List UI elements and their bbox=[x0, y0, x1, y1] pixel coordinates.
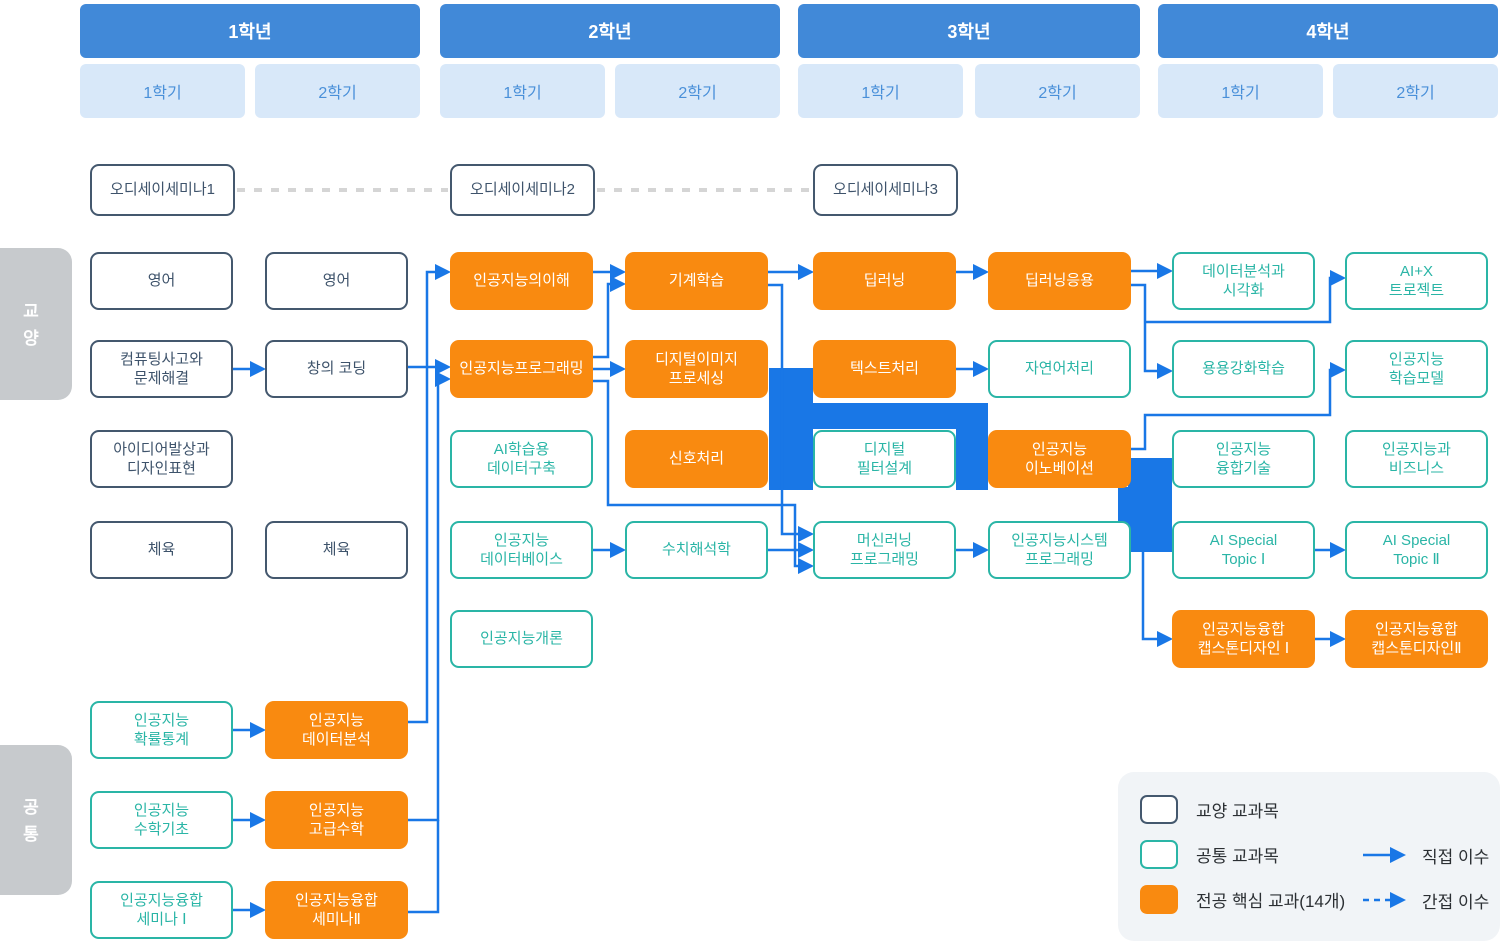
arrow-dlapp-to-reinforcement bbox=[1131, 283, 1174, 380]
year-header-4: 4학년 bbox=[1158, 4, 1498, 58]
arrow-blob-to-capstone1 bbox=[1141, 552, 1174, 648]
arrow-aiprogramming-to-ml bbox=[593, 275, 627, 359]
course-intro-to-ai: 인공지능개론 bbox=[450, 610, 593, 668]
year-header-1: 1학년 bbox=[80, 4, 420, 58]
year-header-2: 2학년 bbox=[440, 4, 780, 58]
course-ai-convergence-seminar-1: 인공지능융합 세미나 Ⅰ bbox=[90, 881, 233, 939]
link-seminar2-merge bbox=[408, 820, 440, 914]
semester-header-y1s1: 1학기 bbox=[80, 64, 245, 118]
course-deep-learning: 딥러닝 bbox=[813, 252, 956, 310]
legend-panel bbox=[1118, 772, 1500, 941]
course-computational-thinking: 컴퓨팅사고와 문제해결 bbox=[90, 340, 233, 398]
course-english-y1s1: 영어 bbox=[90, 252, 233, 310]
course-text-processing: 텍스트처리 bbox=[813, 340, 956, 398]
course-odyssey-seminar-1: 오디세이세미나1 bbox=[90, 164, 235, 216]
side-tab-common: 공통 bbox=[0, 745, 72, 895]
semester-header-y2s1: 1학기 bbox=[440, 64, 605, 118]
semester-header-y3s1: 1학기 bbox=[798, 64, 963, 118]
legend-label-common: 공통 교과목 bbox=[1196, 847, 1279, 866]
course-ai-advanced-math: 인공지능 고급수학 bbox=[265, 791, 408, 849]
course-understanding-ai: 인공지능의이해 bbox=[450, 252, 593, 310]
legend-label-indirect: 간접 이수 bbox=[1422, 893, 1490, 912]
semester-header-y1s2: 2학기 bbox=[255, 64, 420, 118]
course-ai-innovation: 인공지능 이노베이션 bbox=[988, 430, 1131, 488]
course-ai-data-analysis: 인공지능 데이터분석 bbox=[265, 701, 408, 759]
course-ai-learning-model: 인공지능 학습모델 bbox=[1345, 340, 1488, 398]
side-tab-liberal-arts: 교양 bbox=[0, 248, 72, 400]
course-idea-design-expression: 아이디어발상과 디자인표현 bbox=[90, 430, 233, 488]
course-data-analysis-visualization: 데이터분석과 시각화 bbox=[1172, 252, 1315, 310]
semester-header-y3s2: 2학기 bbox=[975, 64, 1140, 118]
course-ai-x-project: AI+X 트로젝트 bbox=[1345, 252, 1488, 310]
course-digital-image-processing: 디지털이미지 프로세싱 bbox=[625, 340, 768, 398]
course-ai-convergence-technology: 인공지능 융합기술 bbox=[1172, 430, 1315, 488]
course-odyssey-seminar-2: 오디세이세미나2 bbox=[450, 164, 595, 216]
legend-swatch-common bbox=[1140, 840, 1178, 869]
course-machine-learning: 기계학습 bbox=[625, 252, 768, 310]
course-ai-special-topic-2: AI Special Topic Ⅱ bbox=[1345, 521, 1488, 579]
course-pe-y1s1: 체육 bbox=[90, 521, 233, 579]
course-creative-coding: 창의 코딩 bbox=[265, 340, 408, 398]
arrow-ml-to-mlprogramming bbox=[768, 283, 815, 543]
semester-header-y4s1: 1학기 bbox=[1158, 64, 1323, 118]
course-odyssey-seminar-3: 오디세이세미나3 bbox=[813, 164, 958, 216]
course-nlp: 자연어처리 bbox=[988, 340, 1131, 398]
course-ai-training-data: AI학습용 데이터구축 bbox=[450, 430, 593, 488]
legend-label-major: 전공 핵심 교과(14개) bbox=[1196, 892, 1346, 911]
course-ai-math-basics: 인공지능 수학기초 bbox=[90, 791, 233, 849]
course-ai-capstone-design-1: 인공지능융합 캡스톤디자인 Ⅰ bbox=[1172, 610, 1315, 668]
course-english-y1s2: 영어 bbox=[265, 252, 408, 310]
arrow-advmath-to-aiprogramming bbox=[408, 370, 452, 822]
legend-label-liberal: 교양 교과목 bbox=[1196, 802, 1279, 821]
course-digital-filter-design: 디지털 필터설계 bbox=[813, 430, 956, 488]
course-numerical-analysis: 수치해석학 bbox=[625, 521, 768, 579]
course-ai-convergence-seminar-2: 인공지능융합 세미나Ⅱ bbox=[265, 881, 408, 939]
legend-swatch-major bbox=[1140, 885, 1178, 914]
arrow-dataanalysis-to-understandingai bbox=[408, 263, 452, 724]
semester-header-y4s2: 2학기 bbox=[1333, 64, 1498, 118]
course-ai-system-programming: 인공지능시스템 프로그래밍 bbox=[988, 521, 1131, 579]
course-ai-probability-statistics: 인공지능 확률통계 bbox=[90, 701, 233, 759]
year-header-3: 3학년 bbox=[798, 4, 1140, 58]
course-ai-programming: 인공지능프로그래밍 bbox=[450, 340, 593, 398]
legend-label-direct: 직접 이수 bbox=[1422, 848, 1490, 867]
course-ai-special-topic-1: AI Special Topic Ⅰ bbox=[1172, 521, 1315, 579]
course-pe-y1s2: 체육 bbox=[265, 521, 408, 579]
course-ai-capstone-design-2: 인공지능융합 캡스톤디자인Ⅱ bbox=[1345, 610, 1488, 668]
course-applied-reinforcement-learning: 용용강화학습 bbox=[1172, 340, 1315, 398]
course-ml-programming: 머신러닝 프로그래밍 bbox=[813, 521, 956, 579]
course-ai-business: 인공지능과 비즈니스 bbox=[1345, 430, 1488, 488]
legend-swatch-liberal bbox=[1140, 795, 1178, 824]
semester-header-y2s2: 2학기 bbox=[615, 64, 780, 118]
course-ai-database: 인공지능 데이터베이스 bbox=[450, 521, 593, 579]
course-signal-processing: 신호처리 bbox=[625, 430, 768, 488]
course-deep-learning-applications: 딥러닝응용 bbox=[988, 252, 1131, 310]
